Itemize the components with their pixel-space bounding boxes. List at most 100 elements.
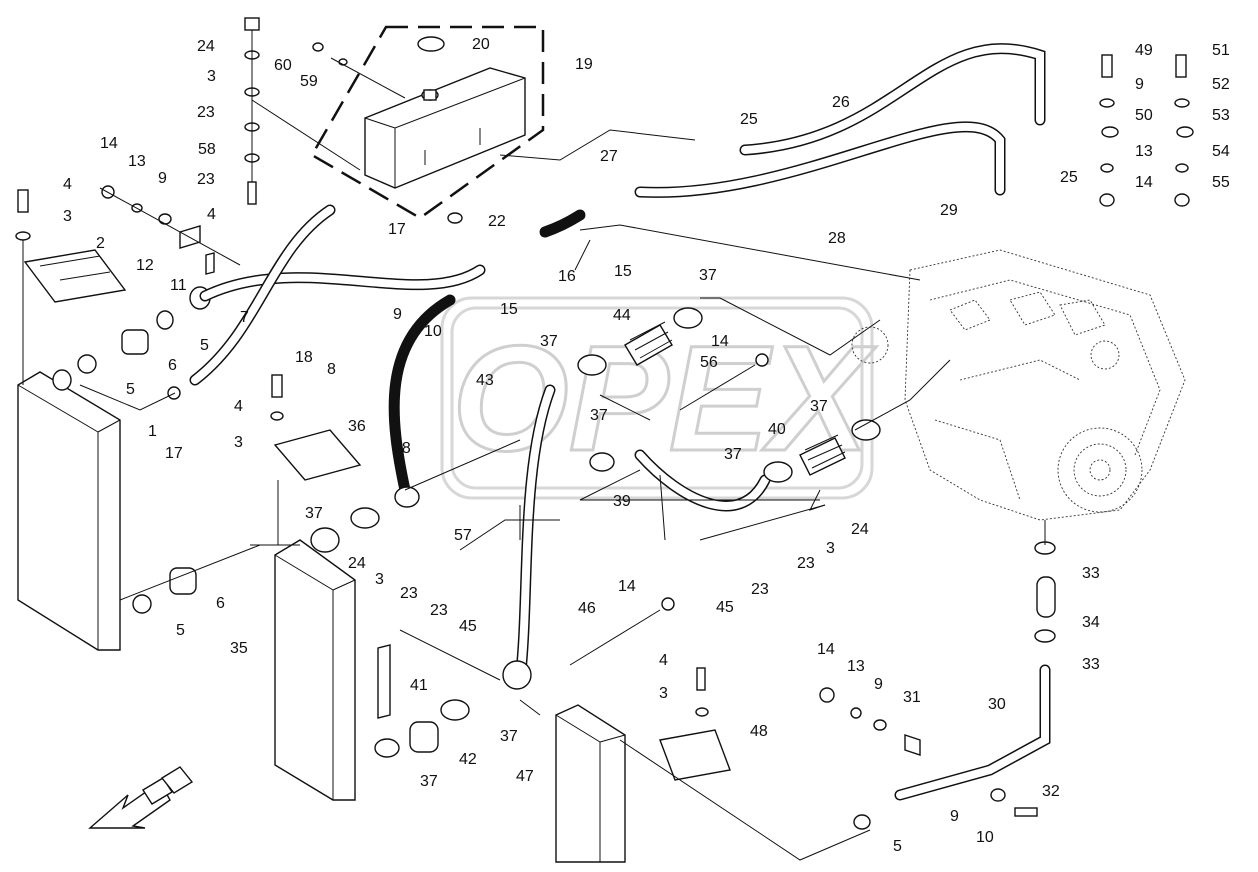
callout-label-7: 7 bbox=[240, 309, 249, 326]
callout-label-40: 40 bbox=[768, 421, 786, 438]
callout-label-14: 14 bbox=[1135, 174, 1153, 191]
callout-label-20: 20 bbox=[472, 36, 490, 53]
callout-label-14: 14 bbox=[817, 641, 835, 658]
radiator-middle bbox=[270, 374, 362, 801]
callout-label-25: 25 bbox=[1060, 169, 1078, 186]
callout-label-9: 9 bbox=[874, 676, 883, 693]
callout-label-19: 19 bbox=[575, 56, 593, 73]
callout-label-9: 9 bbox=[950, 808, 959, 825]
callout-label-60: 60 bbox=[274, 57, 292, 74]
callout-label-6: 6 bbox=[216, 595, 225, 612]
callout-label-37: 37 bbox=[810, 398, 828, 415]
callout-label-45: 45 bbox=[459, 618, 477, 635]
callout-label-44: 44 bbox=[613, 307, 631, 324]
callout-label-37: 37 bbox=[590, 407, 608, 424]
callout-label-41: 41 bbox=[410, 677, 428, 694]
callout-label-1: 1 bbox=[148, 423, 157, 440]
callout-label-25: 25 bbox=[740, 111, 758, 128]
direction-arrow bbox=[88, 766, 194, 829]
bracket-group-left bbox=[15, 185, 241, 303]
callout-label-29: 29 bbox=[940, 202, 958, 219]
callout-label-34: 34 bbox=[1082, 614, 1100, 631]
callout-label-58: 58 bbox=[198, 141, 216, 158]
callout-label-37: 37 bbox=[699, 267, 717, 284]
callout-label-24: 24 bbox=[197, 38, 215, 55]
callout-label-46: 46 bbox=[578, 600, 596, 617]
callout-label-35: 35 bbox=[230, 640, 248, 657]
callout-label-45: 45 bbox=[716, 599, 734, 616]
callout-label-4: 4 bbox=[63, 176, 72, 193]
callout-label-4: 4 bbox=[234, 398, 243, 415]
callout-label-23: 23 bbox=[751, 581, 769, 598]
callout-label-27: 27 bbox=[600, 148, 618, 165]
callout-label-28: 28 bbox=[828, 230, 846, 247]
callout-label-15: 15 bbox=[500, 301, 518, 318]
callout-label-54: 54 bbox=[1212, 143, 1230, 160]
callout-label-24: 24 bbox=[851, 521, 869, 538]
callout-labels: 2432358234605920192217432141391211756517… bbox=[63, 36, 1230, 855]
callout-label-13: 13 bbox=[128, 153, 146, 170]
callout-label-52: 52 bbox=[1212, 76, 1230, 93]
hose-fittings-right bbox=[619, 520, 1056, 861]
callout-label-8: 8 bbox=[327, 361, 336, 378]
callout-label-36: 36 bbox=[348, 418, 366, 435]
callout-label-3: 3 bbox=[63, 208, 72, 225]
clamps-left bbox=[77, 286, 261, 614]
callout-label-32: 32 bbox=[1042, 783, 1060, 800]
callout-label-3: 3 bbox=[375, 571, 384, 588]
callout-label-2: 2 bbox=[96, 235, 105, 252]
callout-label-37: 37 bbox=[420, 773, 438, 790]
callout-label-33: 33 bbox=[1082, 656, 1100, 673]
callout-label-5: 5 bbox=[126, 381, 135, 398]
hoses bbox=[189, 43, 1051, 801]
fastener-stack-right bbox=[1099, 54, 1194, 207]
callout-label-13: 13 bbox=[1135, 143, 1153, 160]
callout-label-23: 23 bbox=[197, 104, 215, 121]
callout-label-23: 23 bbox=[430, 602, 448, 619]
callout-label-23: 23 bbox=[197, 171, 215, 188]
callout-label-3: 3 bbox=[659, 685, 668, 702]
callout-label-5: 5 bbox=[200, 337, 209, 354]
callout-label-17: 17 bbox=[388, 221, 406, 238]
callout-label-6: 6 bbox=[168, 357, 177, 374]
callout-label-37: 37 bbox=[540, 333, 558, 350]
callout-label-23: 23 bbox=[797, 555, 815, 572]
callout-label-37: 37 bbox=[500, 728, 518, 745]
callout-label-10: 10 bbox=[424, 323, 442, 340]
callout-label-9: 9 bbox=[1135, 76, 1144, 93]
callout-label-4: 4 bbox=[659, 652, 668, 669]
engine-block bbox=[851, 249, 1186, 521]
callout-label-18: 18 bbox=[295, 349, 313, 366]
callout-label-23: 23 bbox=[400, 585, 418, 602]
callout-label-43: 43 bbox=[476, 372, 494, 389]
callout-label-15: 15 bbox=[614, 263, 632, 280]
callout-label-51: 51 bbox=[1212, 42, 1230, 59]
intercooler bbox=[555, 667, 731, 863]
callout-label-5: 5 bbox=[176, 622, 185, 639]
callout-label-11: 11 bbox=[170, 277, 187, 294]
callout-label-16: 16 bbox=[558, 268, 576, 285]
callout-label-31: 31 bbox=[903, 689, 921, 706]
callout-label-17: 17 bbox=[165, 445, 183, 462]
leader-lines bbox=[250, 129, 951, 716]
callout-label-9: 9 bbox=[158, 170, 167, 187]
callout-label-14: 14 bbox=[618, 578, 636, 595]
callout-label-14: 14 bbox=[711, 333, 729, 350]
callout-label-5: 5 bbox=[893, 838, 902, 855]
callout-label-57: 57 bbox=[454, 527, 472, 544]
callout-label-49: 49 bbox=[1135, 42, 1153, 59]
callout-label-4: 4 bbox=[207, 206, 216, 223]
callout-label-3: 3 bbox=[234, 434, 243, 451]
callout-label-48: 48 bbox=[750, 723, 768, 740]
callout-label-55: 55 bbox=[1212, 174, 1230, 191]
callout-label-9: 9 bbox=[393, 306, 402, 323]
radiator-left bbox=[17, 240, 121, 651]
callout-label-42: 42 bbox=[459, 751, 477, 768]
callout-label-13: 13 bbox=[847, 658, 865, 675]
callout-label-47: 47 bbox=[516, 768, 534, 785]
callout-label-33: 33 bbox=[1082, 565, 1100, 582]
callout-label-38: 38 bbox=[393, 440, 411, 457]
callout-label-3: 3 bbox=[207, 68, 216, 85]
callout-label-3: 3 bbox=[826, 540, 835, 557]
callout-label-14: 14 bbox=[100, 135, 118, 152]
